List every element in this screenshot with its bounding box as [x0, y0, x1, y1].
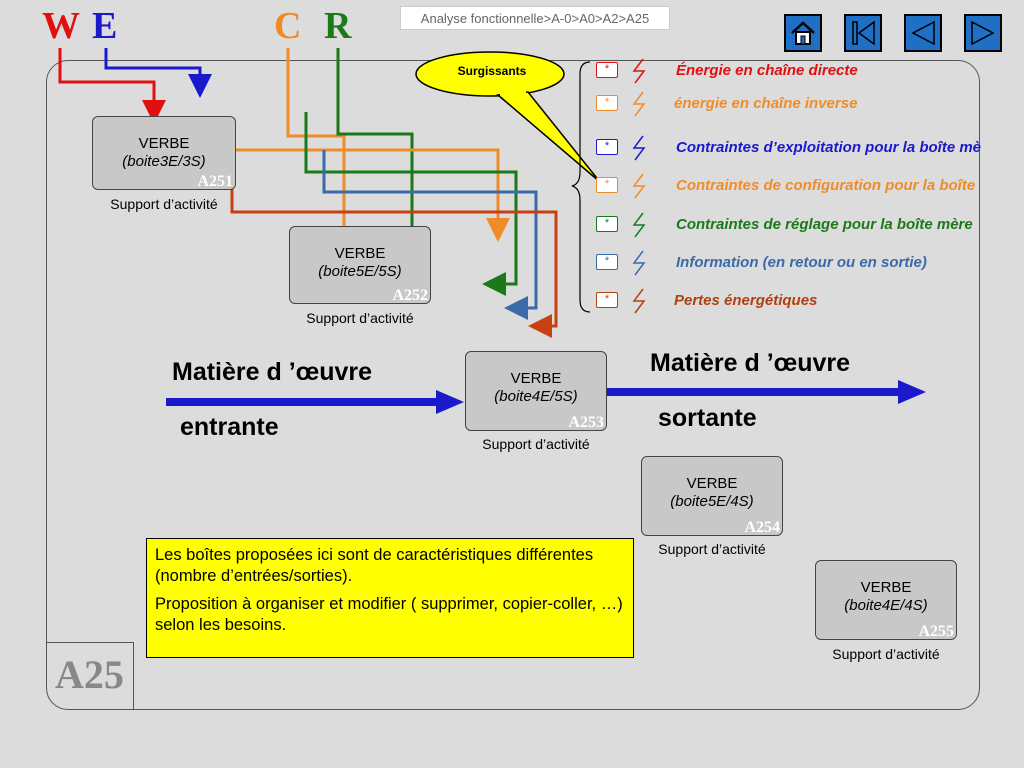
- note-paragraph-2: Proposition à organiser et modifier ( su…: [155, 595, 623, 634]
- box-verb: VERBE: [860, 579, 912, 596]
- support-label: Support d’activité: [482, 436, 590, 452]
- bolt-icon: [632, 173, 646, 199]
- box-code: A254: [744, 519, 780, 536]
- wire-e: [104, 48, 212, 98]
- letter-c: C: [274, 5, 302, 47]
- box-verb: VERBE: [138, 135, 190, 152]
- comment-icon: *: [596, 216, 618, 232]
- legend-label: Énergie en chaîne directe: [676, 62, 858, 79]
- next-button[interactable]: [964, 14, 1002, 52]
- bolt-icon: [632, 91, 646, 117]
- comment-icon: *: [596, 139, 618, 155]
- wire-green-2: [304, 112, 518, 296]
- callout-label: Surgissants: [457, 64, 527, 78]
- wire-rust: [230, 176, 558, 338]
- bolt-icon: [632, 212, 646, 238]
- comment-icon: *: [596, 95, 618, 111]
- legend-label: Contraintes d’exploitation pour la boîte…: [676, 139, 982, 156]
- box-code: A251: [197, 173, 233, 190]
- box-verb: VERBE: [510, 370, 562, 387]
- previous-button[interactable]: [904, 14, 942, 52]
- first-page-button[interactable]: [844, 14, 882, 52]
- wire-w: [58, 48, 166, 124]
- support-label: Support d’activité: [832, 646, 940, 662]
- support-label: Support d’activité: [306, 310, 414, 326]
- activity-box-a251[interactable]: VERBE (boite3E/3S) A251: [92, 116, 236, 190]
- letter-e: E: [92, 5, 118, 47]
- wire-a251-orange: [236, 148, 510, 242]
- legend-label: Contraintes de configuration pour la boî…: [676, 177, 976, 194]
- comment-icon: *: [596, 62, 618, 78]
- box-param: (boite5E/5S): [318, 263, 402, 280]
- activity-box-a253[interactable]: VERBE (boite4E/5S) A253: [465, 351, 607, 431]
- input-label-line1: Matière d ’œuvre: [172, 358, 373, 386]
- wire-c: [286, 48, 356, 258]
- note-paragraph-1: Les boîtes proposées ici sont de caracté…: [155, 546, 594, 585]
- legend-label: Pertes énergétiques: [674, 292, 818, 309]
- legend-label: énergie en chaîne inverse: [674, 95, 858, 112]
- comment-icon: *: [596, 292, 618, 308]
- output-label-line2: sortante: [658, 404, 757, 432]
- comment-icon: *: [596, 254, 618, 270]
- box-param: (boite5E/4S): [670, 493, 754, 510]
- wire-steel: [322, 150, 538, 320]
- box-param: (boite4E/5S): [494, 388, 578, 405]
- activity-box-a252[interactable]: VERBE (boite5E/5S) A252: [289, 226, 431, 304]
- comment-icon: *: [596, 177, 618, 193]
- letter-w: W: [42, 5, 80, 47]
- box-verb: VERBE: [686, 475, 738, 492]
- bolt-icon: [632, 288, 646, 314]
- bolt-icon: [632, 58, 646, 84]
- box-param: (boite3E/3S): [122, 153, 206, 170]
- activity-box-a254[interactable]: VERBE (boite5E/4S) A254: [641, 456, 783, 536]
- skip-start-icon: [852, 20, 875, 46]
- legend-label: Contraintes de réglage pour la boîte mèr…: [676, 216, 973, 233]
- slide-code: A25: [46, 642, 134, 710]
- breadcrumb: Analyse fonctionnelle>A-0>A0>A2>A25: [400, 6, 670, 30]
- bolt-icon: [632, 135, 646, 161]
- legend-brace: [571, 61, 591, 313]
- activity-box-a255[interactable]: VERBE (boite4E/4S) A255: [815, 560, 957, 640]
- info-note: Les boîtes proposées ici sont de caracté…: [146, 538, 634, 658]
- wire-r: [336, 48, 424, 258]
- box-code: A252: [392, 287, 428, 304]
- box-param: (boite4E/4S): [844, 597, 928, 614]
- home-icon: [791, 21, 815, 45]
- input-label-line2: entrante: [180, 413, 279, 441]
- triangle-left-icon: [911, 20, 935, 46]
- letter-r: R: [324, 5, 352, 47]
- box-code: A255: [918, 623, 954, 640]
- home-button[interactable]: [784, 14, 822, 52]
- bolt-icon: [632, 250, 646, 276]
- triangle-right-icon: [971, 20, 995, 46]
- support-label: Support d’activité: [658, 541, 766, 557]
- box-verb: VERBE: [334, 245, 386, 262]
- output-label-line1: Matière d ’œuvre: [650, 349, 851, 377]
- legend-label: Information (en retour ou en sortie): [676, 254, 927, 271]
- box-code: A253: [568, 414, 604, 431]
- support-label: Support d’activité: [110, 196, 218, 212]
